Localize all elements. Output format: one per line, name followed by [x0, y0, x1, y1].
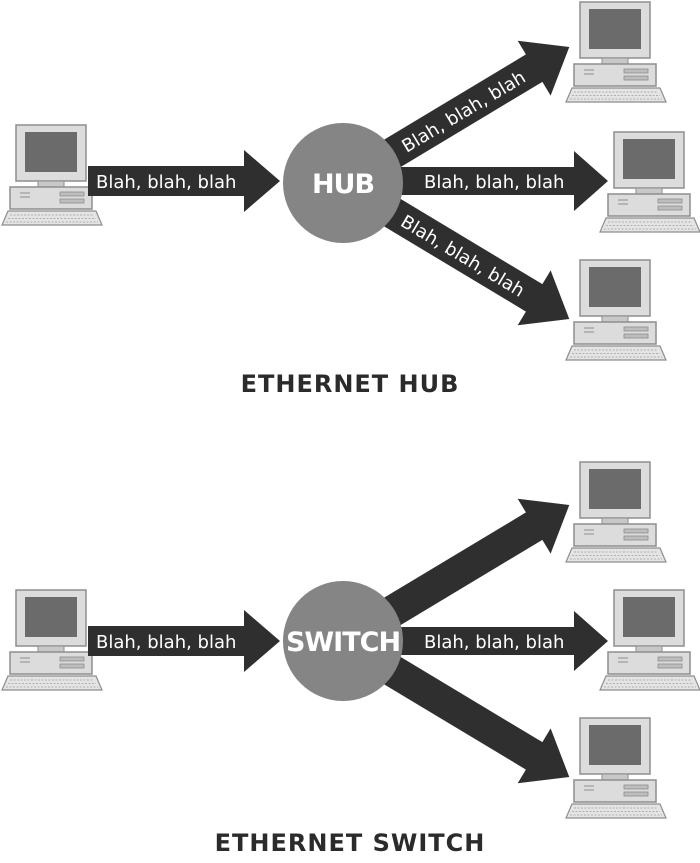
- hub-output-arrow-middle-label: Blah, blah, blah: [424, 172, 564, 193]
- computer-icon: [565, 461, 667, 563]
- hub-caption: ETHERNET HUB: [241, 370, 460, 398]
- switch-node-label: SWITCH: [286, 627, 400, 658]
- switch-diagram: Blah, blah, blah Blah, blah, blah SWITCH…: [1, 461, 700, 857]
- hub-input-arrow: [88, 150, 280, 212]
- hub-output-arrow-lower: Blah, blah, blah: [377, 195, 570, 326]
- hub-output-arrow-upper: Blah, blah, blah: [377, 40, 570, 171]
- switch-input-arrow-label: Blah, blah, blah: [96, 632, 236, 653]
- computer-icon: [599, 589, 700, 691]
- switch-output-arrow-middle-label: Blah, blah, blah: [424, 632, 564, 653]
- hub-node: [283, 123, 403, 243]
- computer-icon: [1, 589, 103, 691]
- hub-node-label: HUB: [312, 169, 374, 200]
- computer-icon: [565, 717, 667, 819]
- hub-diagram: Blah, blah, blah Blah, blah, blah Blah, …: [1, 1, 700, 398]
- switch-output-arrow-upper: [377, 498, 570, 629]
- switch-node: [283, 581, 403, 701]
- switch-output-arrow-middle: Blah, blah, blah: [393, 611, 608, 671]
- hub-output-arrow-middle: Blah, blah, blah: [393, 151, 608, 211]
- computer-icon: [565, 1, 667, 103]
- computer-icon: [599, 131, 700, 233]
- switch-output-arrow-lower: [377, 653, 570, 784]
- switch-input-arrow: [88, 610, 280, 672]
- switch-caption: ETHERNET SWITCH: [215, 829, 486, 857]
- computer-icon: [1, 124, 103, 226]
- hub-output-arrow-upper-label: Blah, blah, blah: [398, 67, 529, 157]
- hub-output-arrow-lower-label: Blah, blah, blah: [397, 211, 528, 301]
- computer-icon: [565, 259, 667, 361]
- hub-input-arrow-label: Blah, blah, blah: [96, 172, 236, 193]
